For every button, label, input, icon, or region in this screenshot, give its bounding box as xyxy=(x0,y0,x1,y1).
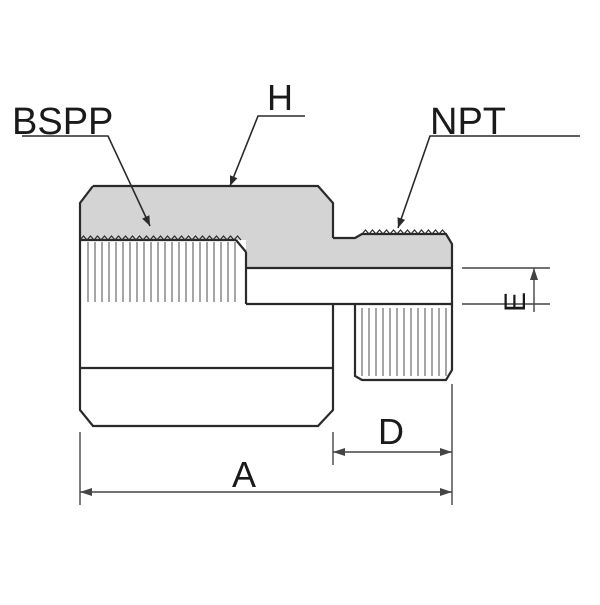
dim-d-left-arrow xyxy=(333,448,345,456)
dimension-arrowheads xyxy=(80,268,538,496)
label-h: H xyxy=(267,77,293,118)
fitting-outline xyxy=(78,184,454,428)
npt-thread-lower xyxy=(361,308,447,376)
bspp-leader-arrow xyxy=(142,215,150,226)
bspp-thread-crest xyxy=(79,235,242,241)
leader-arrowheads xyxy=(142,175,406,228)
label-npt: NPT xyxy=(430,101,506,143)
dim-a-left-arrow xyxy=(80,488,92,496)
dim-e-arrow xyxy=(530,268,538,280)
label-a: A xyxy=(232,454,256,495)
section-shaded-area xyxy=(80,186,452,268)
label-d: D xyxy=(378,411,404,452)
bspp-internal-thread xyxy=(79,235,246,304)
bspp-thread-band xyxy=(80,240,246,304)
npt-leader-arrow xyxy=(397,217,406,228)
label-bspp: BSPP xyxy=(12,101,113,143)
label-e: E xyxy=(499,292,532,312)
leader-lines xyxy=(22,115,580,229)
dim-a-right-arrow xyxy=(440,488,452,496)
bore-passage xyxy=(246,268,452,304)
h-leader-arrow xyxy=(230,175,238,186)
dim-d-right-arrow xyxy=(440,448,452,456)
